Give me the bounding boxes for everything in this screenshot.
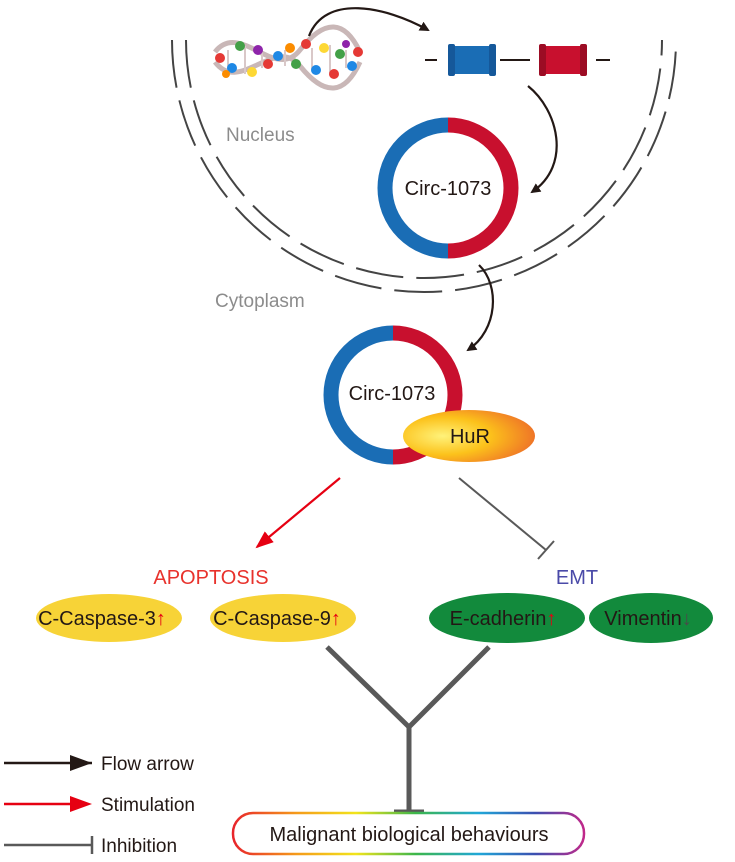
circ-1073-ring-nucleus bbox=[377, 117, 519, 259]
vimentin-node: Vimentin↓ bbox=[589, 593, 713, 643]
svg-text:C-Caspase-3↑: C-Caspase-3↑ bbox=[38, 608, 166, 630]
flow-arrow-transcription bbox=[307, 7, 430, 37]
nucleus-label: Nucleus bbox=[226, 125, 295, 146]
c-caspase-3-label: C-Caspase-3 bbox=[38, 608, 156, 630]
c-caspase-3-node: C-Caspase-3↑ bbox=[36, 594, 182, 642]
emt-label: EMT bbox=[556, 567, 598, 589]
up-arrow-icon: ↑ bbox=[546, 608, 556, 630]
inhibition-line-emt bbox=[458, 477, 555, 560]
malignant-behaviours-box bbox=[231, 811, 586, 856]
circ-1073-label-nucleus: Circ-1073 bbox=[405, 178, 492, 200]
vimentin-label: Vimentin bbox=[604, 608, 681, 630]
hur-label: HuR bbox=[450, 426, 490, 448]
up-arrow-icon: ↑ bbox=[331, 608, 341, 630]
e-cadherin-node: E-cadherin↑ bbox=[429, 593, 585, 643]
svg-text:Vimentin↓: Vimentin↓ bbox=[604, 608, 691, 630]
svg-text:E-cadherin↑: E-cadherin↑ bbox=[450, 608, 557, 630]
c-caspase-9-node: C-Caspase-9↑ bbox=[210, 594, 356, 642]
legend-stimulation-label: Stimulation bbox=[101, 795, 195, 816]
nuclear-membrane bbox=[171, 39, 677, 293]
circ-1073-label-cytoplasm: Circ-1073 bbox=[349, 383, 436, 405]
stimulation-arrow-apoptosis bbox=[255, 477, 341, 549]
legend-flow-label: Flow arrow bbox=[101, 754, 194, 775]
apoptosis-label: APOPTOSIS bbox=[153, 567, 268, 589]
blue-exon bbox=[455, 46, 489, 74]
gene-exons bbox=[425, 44, 610, 76]
hur-protein bbox=[403, 410, 535, 462]
legend: Flow arrow Stimulation Inhibition bbox=[4, 754, 195, 857]
c-caspase-9-label: C-Caspase-9 bbox=[213, 608, 331, 630]
legend-inhibition-label: Inhibition bbox=[101, 836, 177, 857]
cytoplasm-label: Cytoplasm bbox=[215, 291, 305, 312]
up-arrow-icon: ↑ bbox=[156, 608, 166, 630]
converging-inhibition-connector bbox=[325, 645, 491, 815]
red-exon bbox=[546, 46, 580, 74]
svg-text:C-Caspase-9↑: C-Caspase-9↑ bbox=[213, 608, 341, 630]
flow-arrow-backsplicing bbox=[527, 85, 558, 194]
down-arrow-icon: ↓ bbox=[682, 608, 692, 630]
e-cadherin-label: E-cadherin bbox=[450, 608, 547, 630]
malignant-behaviours-label: Malignant biological behaviours bbox=[269, 824, 548, 846]
dna-helix-icon bbox=[213, 24, 363, 91]
flow-arrow-export bbox=[466, 264, 495, 352]
